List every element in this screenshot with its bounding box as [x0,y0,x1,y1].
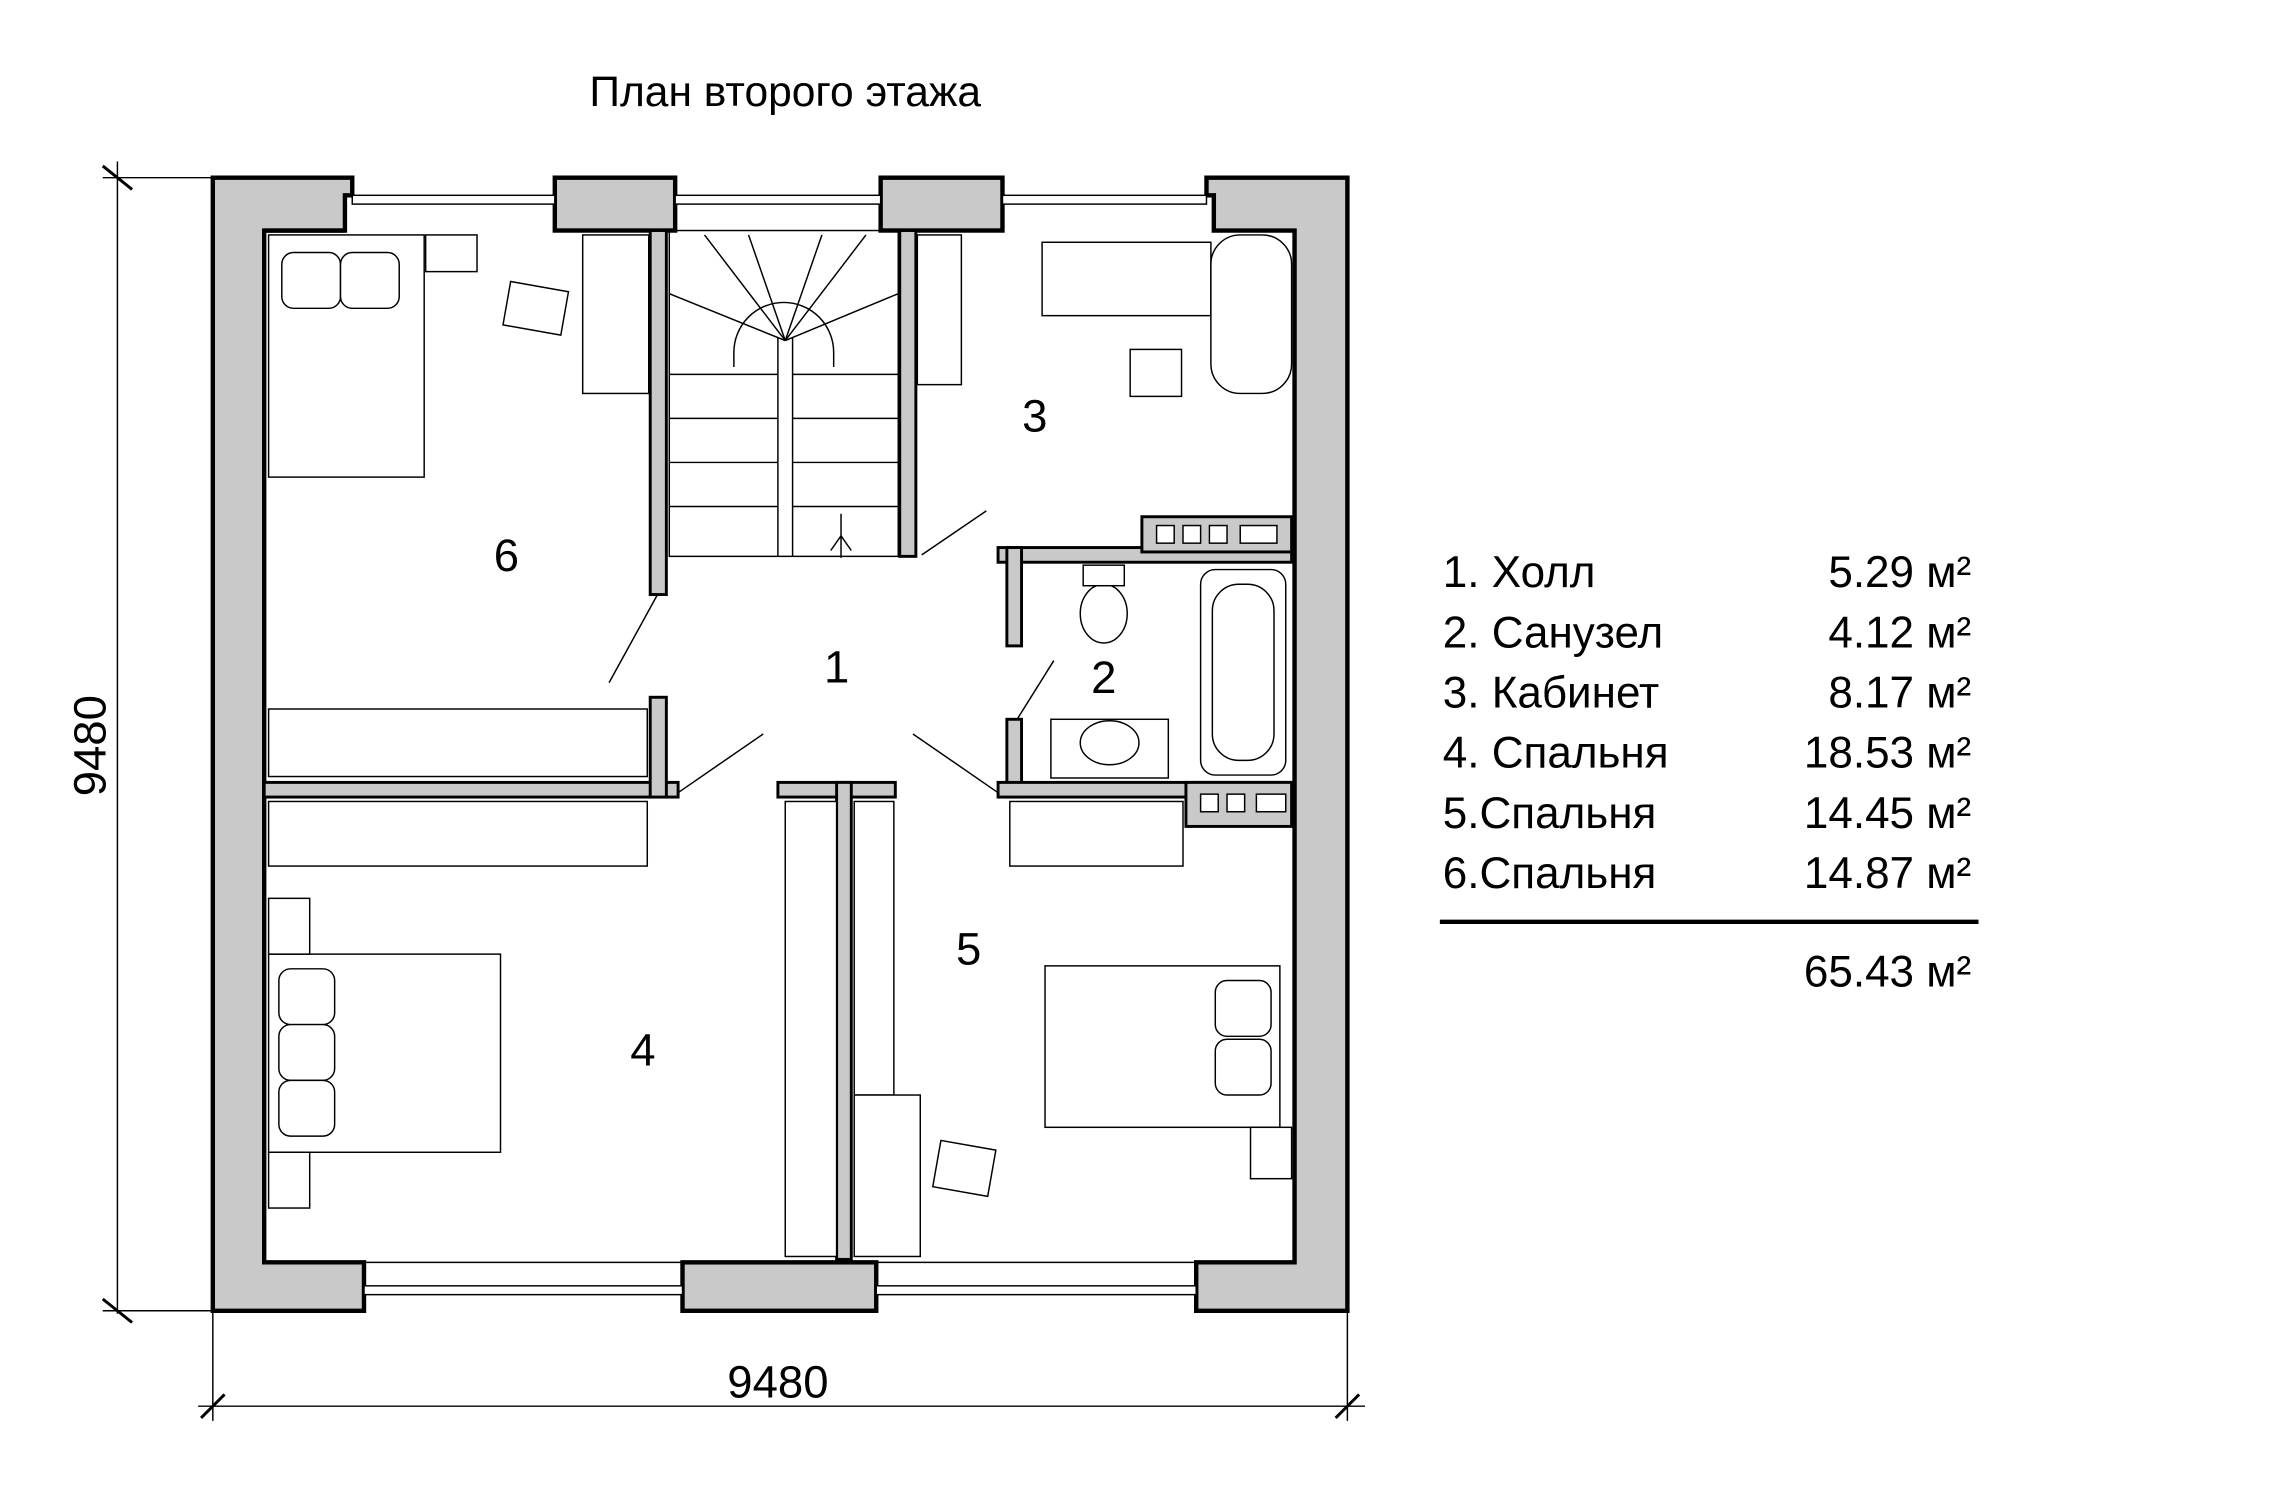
wardrobe-room-5 [1009,800,1184,867]
wardrobe-room-6 [267,708,649,778]
legend-label: 6.Спальня [1443,849,1657,898]
dimension-height-label: 9480 [65,695,116,796]
room-number-2: 2 [1091,652,1116,703]
legend-label: 1. Холл [1443,548,1596,597]
room-labels: 1 2 3 4 5 6 [494,391,1117,1076]
legend-area: 14.87 м² [1804,849,1971,898]
dimension-vertical: 9480 [65,161,213,1324]
room-number-5: 5 [956,923,981,974]
door-swings [608,510,1055,794]
legend-area: 18.53 м² [1804,729,1971,778]
wardrobe-room-4 [267,800,649,867]
legend-area: 8.17 м² [1828,669,1971,718]
toilet [1079,583,1128,644]
legend-label: 4. Спальня [1443,729,1669,778]
exterior-walls [210,175,1350,1313]
plan-title: План второго этажа [589,68,981,116]
room-number-6: 6 [494,530,519,581]
legend-area: 4.12 м² [1828,608,1971,657]
staircase [668,229,899,558]
legend-area: 14.45 м² [1804,789,1971,838]
room-number-3: 3 [1022,391,1047,442]
legend-label: 3. Кабинет [1443,669,1659,718]
legend-total: 65.43 м² [1804,947,1971,996]
legend-label: 2. Санузел [1443,608,1663,657]
dimension-width-label: 9480 [727,1356,828,1407]
legend-label: 5.Спальня [1443,789,1657,838]
legend-area: 5.29 м² [1828,548,1971,597]
area-legend: 1. Холл 5.29 м² 2. Санузел 4.12 м² 3. Ка… [1439,548,1979,996]
desk-room-3 [1041,241,1212,317]
dimension-horizontal: 9480 [198,1310,1365,1421]
room-number-4: 4 [630,1025,655,1076]
windows [351,194,1208,1296]
room-number-1: 1 [824,642,849,693]
furniture [267,234,1293,1258]
